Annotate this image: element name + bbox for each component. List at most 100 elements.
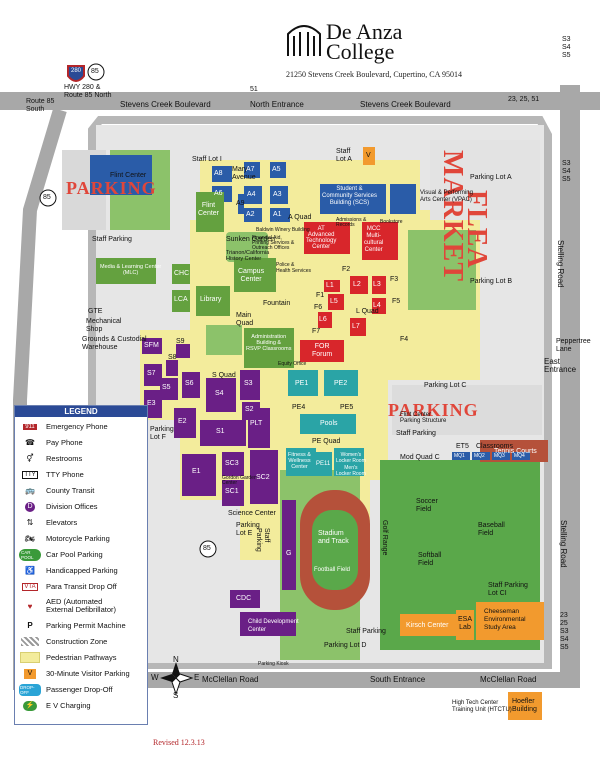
building-a3[interactable] — [270, 186, 288, 204]
building-cheeseman[interactable] — [476, 602, 544, 640]
label-f1: F1 — [316, 292, 325, 299]
mcclellan-road-label-2: McClellan Road — [480, 675, 537, 684]
building-mq1[interactable] — [452, 452, 470, 460]
building-pe2[interactable] — [324, 370, 358, 396]
building-sc3[interactable] — [222, 452, 244, 476]
pedestrian-pathway-icon — [19, 652, 41, 664]
s-quad: S Quad — [212, 372, 236, 379]
building-flint-center[interactable] — [196, 192, 224, 232]
building-l2[interactable] — [350, 276, 368, 294]
building-pools[interactable] — [300, 414, 356, 434]
building-flint-center-garage[interactable] — [90, 155, 152, 195]
building-mcc[interactable] — [362, 222, 398, 260]
building-mq2[interactable] — [472, 452, 490, 460]
parking-lot-f: Parking Lot F — [150, 426, 174, 441]
compass-n: N — [173, 655, 179, 664]
building-a5[interactable] — [270, 162, 286, 178]
building-s2[interactable] — [240, 370, 260, 400]
label-vpac: Visual & Performing Arts Center (VPAC) — [420, 190, 473, 203]
building-locker-rooms[interactable] — [334, 448, 364, 476]
building-a4[interactable] — [244, 186, 262, 204]
label-fitness: Fitness & Wellness Center — [288, 452, 311, 470]
building-l5[interactable] — [328, 294, 344, 310]
building-library[interactable] — [196, 286, 230, 316]
building-esa[interactable] — [456, 610, 474, 640]
building-at[interactable] — [304, 222, 350, 254]
compass-e: E — [194, 673, 200, 682]
building-lca[interactable] — [172, 290, 190, 312]
building-a9[interactable] — [238, 194, 244, 214]
label-mq3: MQ3 — [494, 453, 505, 459]
a-quad: A Quad — [288, 214, 312, 221]
shield-85b-text: 85 — [43, 194, 51, 201]
building-s5[interactable] — [160, 378, 178, 400]
route-85-shield-icon — [87, 63, 105, 81]
building-sc2[interactable] — [250, 450, 278, 504]
building-sfm[interactable] — [142, 338, 162, 354]
building-mlc[interactable] — [96, 258, 156, 284]
legend-title: LEGEND — [15, 406, 147, 417]
parking-lot-e: Parking Lot E — [236, 522, 260, 537]
legend-item-emergency-phone: 911 Emergency Phone — [19, 420, 108, 433]
route-85-bottom-shield-icon — [199, 540, 217, 558]
building-s3[interactable] — [206, 378, 236, 412]
visitor-parking-icon: V — [19, 668, 41, 680]
building-forum[interactable] — [300, 340, 344, 362]
building-pe1[interactable] — [288, 370, 318, 396]
legend-item-aed: ♥ AED (Automated External Defibrillator) — [19, 596, 116, 616]
equity-office: Equity Office — [278, 361, 307, 367]
building-mq3[interactable] — [492, 452, 510, 460]
building-chc[interactable] — [172, 264, 190, 284]
ev-charging-icon: ⚡ — [19, 700, 41, 712]
label-l6: L6 — [319, 316, 327, 323]
building-a2[interactable] — [244, 208, 262, 222]
building-plt[interactable] — [248, 408, 270, 448]
baseball-field: Baseball Field — [478, 522, 505, 537]
building-admin[interactable] — [244, 328, 294, 368]
east-entrance-label: East Entrance — [544, 357, 577, 374]
parking-lot-d: Parking Lot D — [324, 642, 367, 649]
building-e2[interactable] — [174, 408, 196, 438]
building-l1[interactable] — [324, 280, 340, 292]
building-scs[interactable] — [320, 184, 386, 214]
building-mq4[interactable] — [512, 452, 530, 460]
label-plt: PLT — [250, 420, 263, 427]
parking-lot-b: Parking Lot B — [470, 278, 513, 285]
label-lca: LCA — [174, 296, 188, 303]
legend-item-drop-off: DROP-OFF Passenger Drop-Off — [19, 683, 113, 696]
building-v[interactable] — [363, 147, 375, 165]
building-s8[interactable] — [166, 360, 178, 376]
building-s4[interactable] — [200, 420, 246, 446]
golf-range: Golf Range — [381, 520, 388, 556]
building-a1[interactable] — [270, 208, 290, 222]
building-s9[interactable] — [176, 344, 190, 358]
label-s7: S7 — [147, 370, 156, 377]
building-g[interactable] — [282, 500, 296, 590]
building-cdc[interactable] — [230, 590, 260, 608]
building-l4[interactable] — [372, 298, 386, 314]
building-sc1[interactable] — [222, 480, 244, 506]
building-hoefler[interactable] — [508, 692, 542, 720]
building-vpac[interactable] — [390, 184, 416, 214]
building-e1[interactable] — [182, 454, 216, 496]
building-kirsch[interactable] — [400, 614, 458, 636]
football-field — [312, 510, 358, 590]
building-a7[interactable] — [244, 162, 260, 178]
building-l3[interactable] — [372, 276, 386, 294]
building-e3[interactable] — [144, 390, 162, 418]
building-campus-center[interactable] — [234, 258, 276, 292]
building-pe11[interactable] — [316, 452, 332, 476]
building-s6[interactable] — [182, 372, 200, 398]
bus-lines-bottom: 23 25 S3 S4 S5 — [560, 612, 569, 651]
logo-line-1: De Anza — [326, 19, 403, 44]
building-cdc-main[interactable] — [240, 612, 296, 636]
market-label: MARKET — [437, 150, 468, 282]
grounds-warehouse: Grounds & Custodial Warehouse — [82, 336, 147, 351]
building-a8[interactable] — [212, 166, 232, 182]
building-l7[interactable] — [350, 318, 366, 336]
building-fitness[interactable] — [286, 448, 316, 476]
legend-item-parking-permit: P Parking Permit Machine — [19, 619, 125, 632]
building-l6[interactable] — [318, 312, 332, 328]
bus-lines-right: S3 S4 S5 — [562, 160, 571, 183]
building-s7[interactable] — [144, 364, 162, 386]
